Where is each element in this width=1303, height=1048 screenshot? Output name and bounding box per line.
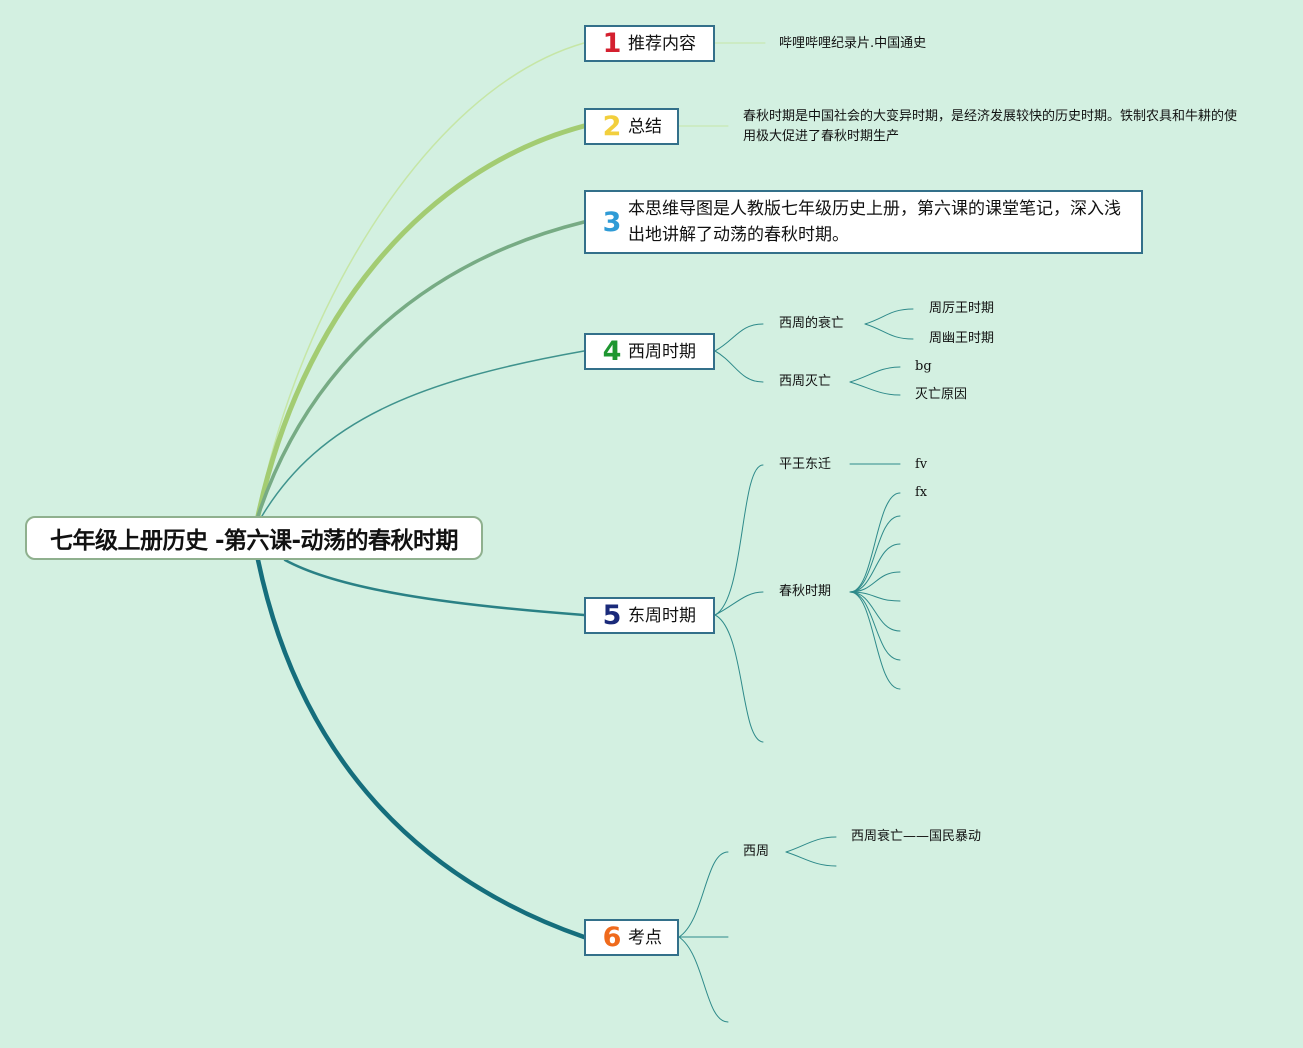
connector-spring-child — [849, 591, 901, 661]
connector-west-decline — [785, 836, 837, 853]
connector-spring-child — [849, 543, 901, 593]
subtopic-spring-autumn[interactable]: 春秋时期 — [779, 584, 832, 599]
connector-reason — [849, 381, 901, 396]
branch-line-2 — [255, 123, 587, 519]
connector-spring-child — [849, 492, 901, 593]
subtopic-bg[interactable]: bg — [915, 359, 932, 374]
number-4-icon: 4 — [602, 336, 622, 367]
number-6-icon: 6 — [602, 922, 622, 953]
connector-move — [714, 464, 764, 616]
subtopic-fall-reason[interactable]: 灭亡原因 — [915, 387, 968, 402]
note-summary[interactable]: 春秋时期是中国社会的大变异时期，是经济发展较快的历史时期。铁制农具和牛耕的使用极… — [743, 109, 1238, 144]
connector-li — [864, 308, 914, 325]
root-topic[interactable]: 七年级上册历史 -第六课-动荡的春秋时期 — [25, 516, 483, 560]
topic-label: 总结 — [628, 116, 662, 137]
topic-description[interactable]: 3 本思维导图是人教版七年级历史上册，第六课的课堂笔记，深入浅出地讲解了动荡的春… — [584, 190, 1143, 254]
topic-label: 本思维导图是人教版七年级历史上册，第六课的课堂笔记，深入浅出地讲解了动荡的春秋时… — [628, 199, 1121, 245]
topic-label: 推荐内容 — [628, 33, 696, 54]
subtopic-you-king[interactable]: 周幽王时期 — [929, 331, 995, 346]
number-1-icon: 1 — [602, 28, 622, 59]
topic-key-points[interactable]: 6 考点 — [584, 919, 679, 956]
branch-line-4 — [261, 350, 585, 517]
branch-line-1 — [257, 42, 585, 517]
topic-label: 西周时期 — [628, 341, 696, 362]
connector-decline — [714, 323, 764, 352]
connector-you — [864, 323, 914, 340]
connector-spring-child — [849, 571, 901, 593]
connector-bg — [849, 366, 901, 383]
branch-line-5 — [283, 558, 586, 617]
connector-empty — [678, 936, 729, 1023]
topic-recommend[interactable]: 1 推荐内容 — [584, 25, 715, 62]
number-3-icon: 3 — [602, 206, 622, 238]
subtopic-west-decline[interactable]: 西周衰亡——国民暴动 — [851, 829, 982, 844]
subtopic-fv[interactable]: fv — [915, 457, 928, 472]
root-title: 七年级上册历史 -第六课-动荡的春秋时期 — [49, 528, 459, 554]
connector-west — [678, 851, 729, 938]
connector-spring-child — [849, 591, 901, 632]
connector-spring-child — [849, 515, 901, 593]
connector-spring — [714, 591, 764, 616]
note-recommend[interactable]: 哔哩哔哩纪录片.中国通史 — [779, 36, 927, 51]
subtopic-decline[interactable]: 西周的衰亡 — [779, 316, 845, 331]
connector-spring-child — [849, 591, 901, 690]
subtopic-fall[interactable]: 西周灭亡 — [779, 374, 832, 389]
connector-empty — [714, 614, 764, 743]
branch-line-3 — [256, 220, 586, 518]
number-5-icon: 5 — [602, 600, 622, 631]
topic-eastern-zhou[interactable]: 5 东周时期 — [584, 597, 715, 634]
subtopic-eastward-move[interactable]: 平王东迁 — [779, 457, 832, 472]
connector-empty — [785, 851, 837, 867]
topic-summary[interactable]: 2 总结 — [584, 108, 679, 145]
topic-label: 东周时期 — [628, 605, 696, 626]
topic-label: 考点 — [628, 927, 662, 948]
topic-western-zhou[interactable]: 4 西周时期 — [584, 333, 715, 370]
number-2-icon: 2 — [602, 111, 622, 142]
branch-line-6 — [255, 557, 587, 940]
subtopic-west[interactable]: 西周 — [743, 844, 770, 859]
connector-fall — [714, 350, 764, 383]
subtopic-fx[interactable]: fx — [915, 485, 928, 500]
subtopic-li-king[interactable]: 周厉王时期 — [929, 301, 995, 316]
